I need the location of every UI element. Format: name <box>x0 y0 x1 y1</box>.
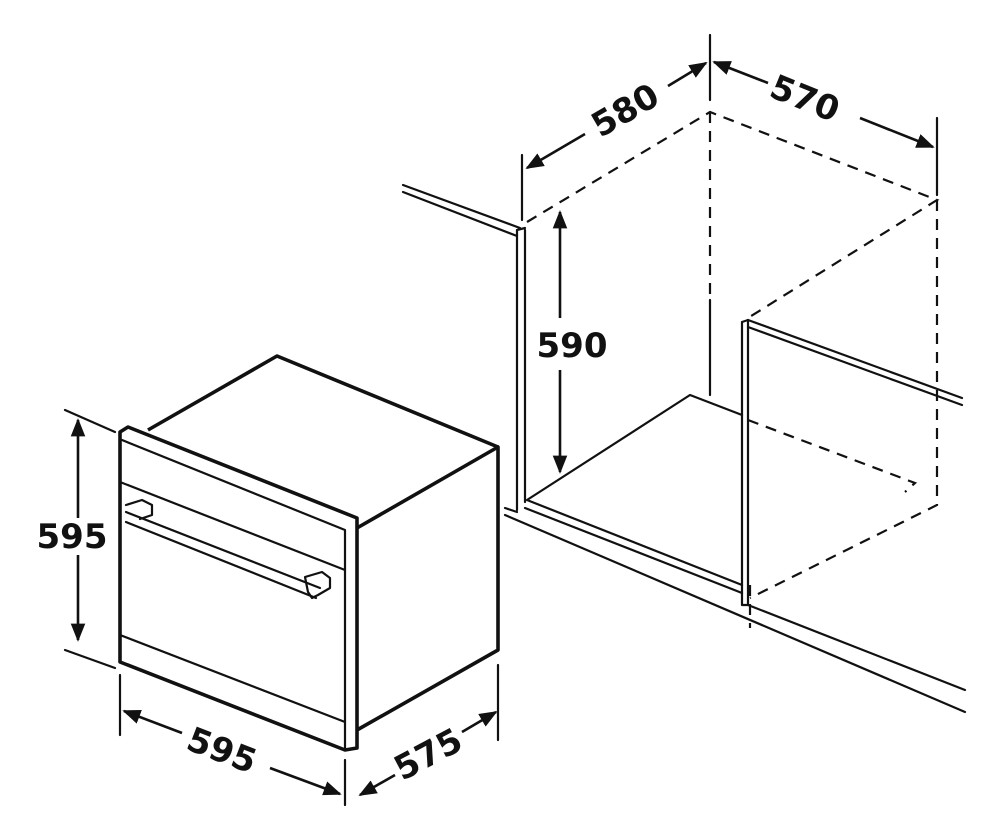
oven-side <box>356 445 500 732</box>
oven-control-panel-line <box>118 480 347 572</box>
oven-door-bottom-line <box>118 633 347 724</box>
oven-depth-dimension: 575 <box>358 663 500 797</box>
oven-top <box>147 354 499 449</box>
right-panel <box>740 318 750 607</box>
oven-width-label: 595 <box>181 720 262 783</box>
niche-depth-dimension: 570 <box>712 60 939 197</box>
oven-door-handle <box>124 498 332 600</box>
cabinet-niche <box>401 33 967 714</box>
plinth-line <box>503 506 967 714</box>
left-panel-top <box>401 183 522 238</box>
niche-floor-dashed <box>747 418 918 493</box>
oven-depth-label: 575 <box>388 721 469 790</box>
niche-height-dimension: 590 <box>537 210 608 474</box>
oven-front-frame <box>118 425 359 752</box>
niche-width-label: 580 <box>585 76 666 146</box>
right-plinth <box>746 603 967 692</box>
niche-floor <box>523 393 744 595</box>
niche-right-dashed <box>749 200 939 599</box>
oven-height-label: 595 <box>37 517 108 557</box>
left-panel <box>515 226 527 512</box>
oven <box>118 354 500 752</box>
niche-depth-label: 570 <box>764 67 845 131</box>
right-panel-top <box>746 318 964 407</box>
oven-height-dimension: 595 <box>37 408 117 670</box>
oven-width-dimension: 595 <box>118 673 347 807</box>
niche-top-dashed <box>526 110 940 319</box>
oven-frame-inner <box>120 438 347 752</box>
niche-width-dimension: 580 <box>520 61 708 222</box>
niche-height-label: 590 <box>537 326 608 366</box>
